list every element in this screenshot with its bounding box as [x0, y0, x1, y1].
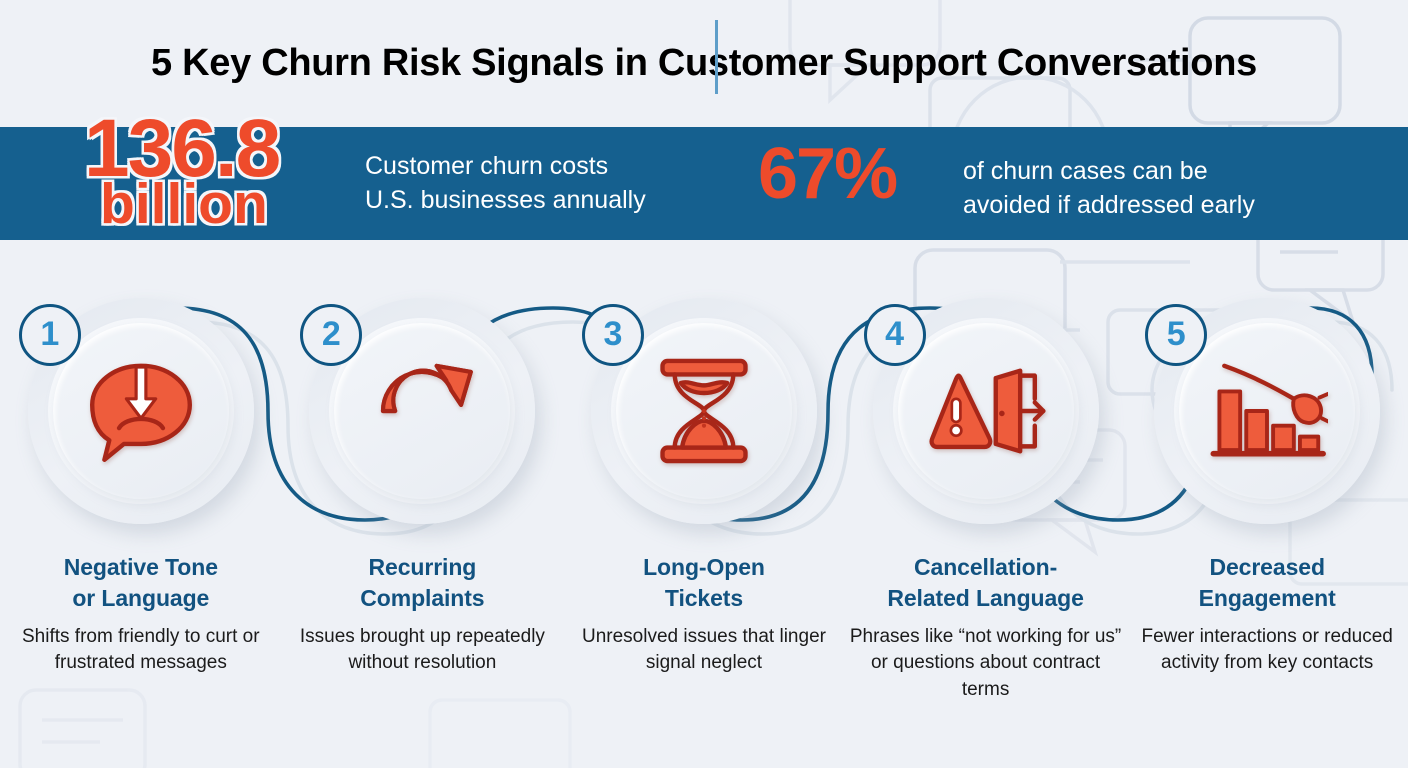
speech-bubble-frown-down-arrow-icon — [73, 343, 209, 479]
signal-step-4: 4 Cancellation- Related Language Phrases… — [845, 288, 1127, 758]
step-number: 2 — [321, 315, 341, 353]
step-number: 3 — [603, 315, 623, 353]
signal-title-line-2: Engagement — [1198, 584, 1336, 611]
signal-step-3: 3 Long-Open Tickets Unresolved issues th… — [563, 288, 845, 758]
signal-description: Phrases like “not working for us” or que… — [849, 626, 1122, 700]
warning-triangle-exit-door-icon — [918, 343, 1054, 479]
signal-title-line-2: Tickets — [664, 584, 744, 611]
signal-description: Unresolved issues that linger signal neg… — [582, 626, 826, 674]
circular-repeat-arrows-icon — [354, 343, 490, 479]
signal-description: Shifts from friendly to curt or frustrat… — [22, 626, 260, 674]
step-number-badge: 4 — [863, 304, 926, 366]
signal-step-5: 5 Decreased Engagement Fewer interaction… — [1126, 288, 1408, 758]
stat-unit: billion — [100, 172, 268, 237]
banner-divider — [715, 20, 718, 94]
stat-value-churn-cost: 136.8 billion — [84, 103, 281, 237]
icon-stack: 5 — [1144, 288, 1390, 534]
signal-title: Recurring Complaints — [285, 552, 560, 613]
signal-title: Long-Open Tickets — [566, 552, 841, 613]
icon-stack: 3 — [581, 288, 827, 534]
stat-description-churn-cost: Customer churn costs U.S. businesses ann… — [365, 150, 646, 217]
step-number: 4 — [885, 315, 905, 353]
signal-title: Cancellation- Related Language — [848, 552, 1123, 613]
stat-description-line-2: U.S. businesses annually — [365, 185, 646, 214]
signal-labels: Negative Tone or Language Shifts from fr… — [3, 552, 278, 677]
signal-labels: Cancellation- Related Language Phrases l… — [848, 552, 1123, 703]
signal-labels: Long-Open Tickets Unresolved issues that… — [566, 552, 841, 677]
page-title: 5 Key Churn Risk Signals in Customer Sup… — [151, 42, 1257, 84]
step-number-badge: 5 — [1145, 304, 1208, 366]
step-number-badge: 3 — [581, 304, 644, 366]
signals-row: 1 Negative Tone or Language Shifts from … — [0, 288, 1408, 758]
icon-stack: 4 — [863, 288, 1109, 534]
signal-title-line-1: Negative Tone — [63, 554, 218, 580]
signal-step-2: 2 Recurring Complaints Issues brought up… — [282, 288, 564, 758]
signal-description: Fewer interactions or reduced activity f… — [1141, 626, 1393, 674]
hourglass-icon — [636, 343, 772, 479]
step-number-badge: 2 — [300, 304, 363, 366]
icon-stack: 2 — [299, 288, 545, 534]
signal-labels: Recurring Complaints Issues brought up r… — [285, 552, 560, 677]
icon-stack: 1 — [18, 288, 264, 534]
stats-banner — [0, 127, 1408, 240]
stat-value-avoidable: 67% — [758, 134, 898, 214]
signal-title-line-2: or Language — [72, 584, 210, 611]
signal-labels: Decreased Engagement Fewer interactions … — [1130, 552, 1405, 677]
step-number: 1 — [40, 315, 60, 353]
signal-title: Decreased Engagement — [1130, 552, 1405, 613]
stat-description-line-1: Customer churn costs — [365, 152, 609, 180]
signal-title-line-1: Decreased — [1209, 554, 1325, 580]
stat-description-avoidable: of churn cases can be avoided if address… — [963, 155, 1255, 222]
stat-description-line-1: of churn cases can be — [963, 157, 1208, 185]
signal-title: Negative Tone or Language — [3, 552, 278, 613]
step-number-badge: 1 — [18, 304, 81, 366]
signal-title-line-2: Complaints — [360, 584, 485, 611]
signal-title-line-1: Cancellation- — [914, 554, 1058, 580]
signal-description: Issues brought up repeatedly without res… — [299, 626, 545, 674]
signal-step-1: 1 Negative Tone or Language Shifts from … — [0, 288, 282, 758]
stat-number: 136.8 — [84, 103, 281, 194]
step-number: 5 — [1166, 315, 1186, 353]
signal-title-line-1: Long-Open — [643, 554, 765, 580]
signal-title-line-2: Related Language — [887, 584, 1084, 611]
stat-description-line-2: avoided if addressed early — [963, 190, 1255, 219]
signal-title-line-1: Recurring — [368, 554, 477, 580]
declining-bar-chart-unplugged-icon — [1199, 343, 1335, 479]
